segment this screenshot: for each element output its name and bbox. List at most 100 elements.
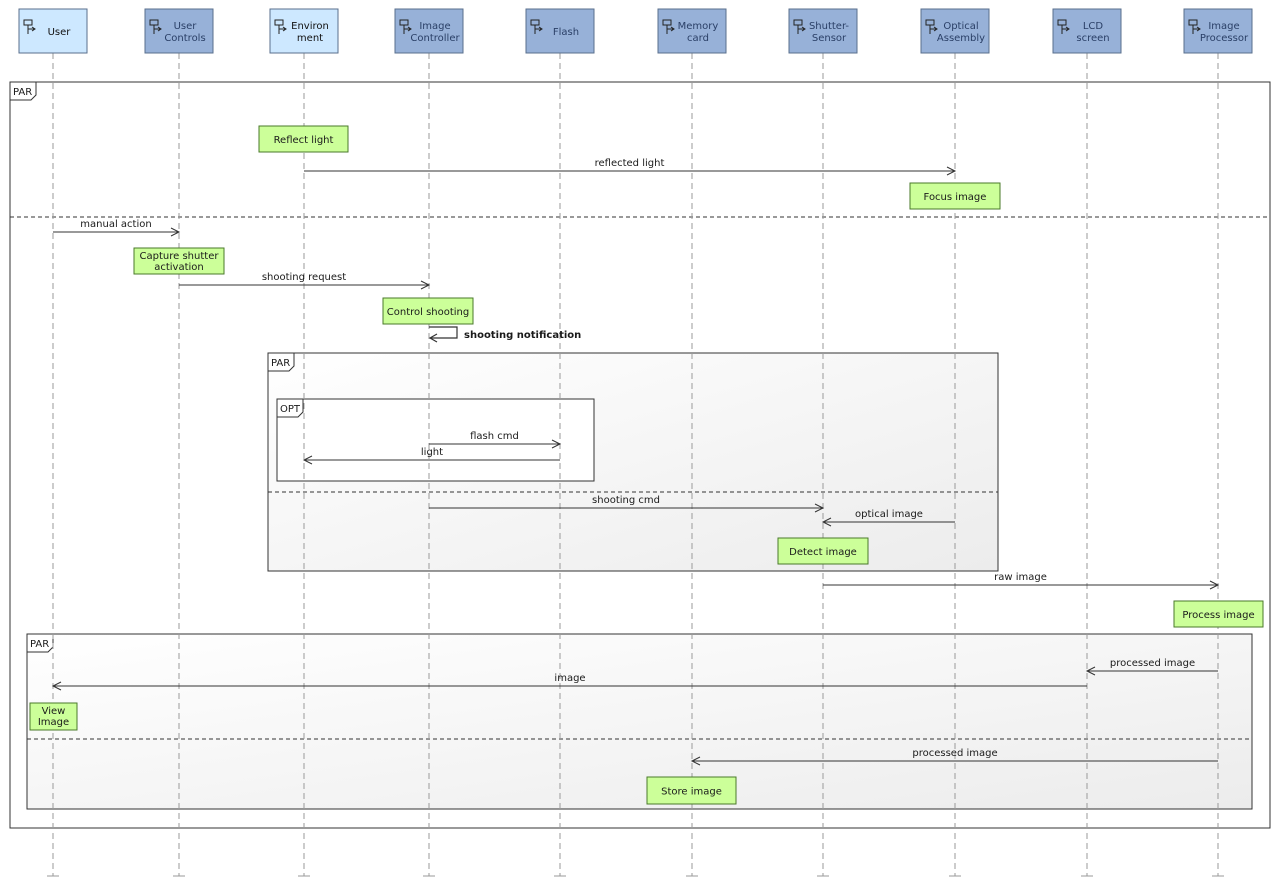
arrowhead: [821, 517, 832, 527]
fragment-frame: [26, 633, 1253, 810]
arrowhead: [420, 280, 431, 290]
note-text: Control shooting: [387, 307, 470, 318]
component-icon: [399, 19, 412, 34]
lifeline-head-box: [657, 8, 727, 54]
note-box: [777, 537, 869, 565]
component-icon: [1057, 19, 1070, 34]
component-icon: [149, 19, 162, 34]
lifeline-head-box: [1052, 8, 1122, 54]
fragment-tab: [26, 633, 54, 653]
lifeline-name: Image: [1208, 21, 1239, 32]
note-text: View: [42, 706, 66, 717]
message-optical-image: optical image: [821, 509, 955, 527]
note-text: Focus image: [924, 192, 987, 203]
note-text: Capture shutter: [140, 251, 220, 262]
message-label: image: [554, 673, 585, 684]
lifeline-name: card: [687, 33, 709, 44]
message-label: light: [421, 447, 443, 458]
lifeline-name: Memory: [678, 21, 719, 32]
component-icon: [1188, 19, 1201, 34]
message-processed-image-mem: processed image: [690, 748, 1218, 766]
note-control-shooting[interactable]: Control shooting: [382, 297, 474, 325]
message-image: image: [51, 673, 1087, 691]
component-icon: [530, 19, 543, 34]
message-label: manual action: [80, 219, 151, 230]
lifeline-name: Sensor: [812, 33, 847, 44]
note-box: [258, 125, 349, 153]
message-reflected-light: reflected light: [304, 158, 957, 176]
lifeline-name: Optical: [943, 21, 978, 32]
message-line: [429, 326, 458, 339]
arrowhead: [946, 166, 957, 176]
fragment-tab: [276, 398, 304, 418]
note-text: Reflect light: [274, 135, 334, 146]
arrowhead: [690, 756, 701, 766]
note-box: [133, 247, 225, 275]
message-flash-cmd: flash cmd: [429, 431, 562, 449]
lifeline-name: Flash: [553, 27, 579, 38]
component-icon: [925, 19, 938, 34]
lifeline-name: User: [174, 21, 198, 32]
fragment-operator: PAR: [30, 639, 49, 650]
note-text: Store image: [661, 787, 722, 798]
lifeline-head-user[interactable]: User: [18, 8, 88, 54]
message-label: reflected light: [595, 158, 665, 169]
arrowhead: [302, 455, 313, 465]
note-box: [382, 297, 474, 325]
message-processed-image-lcd: processed image: [1085, 658, 1218, 676]
note-text: Image: [38, 717, 69, 728]
note-box: [909, 182, 1001, 210]
lifeline-head-box: [394, 8, 464, 54]
note-store-image[interactable]: Store image: [646, 776, 737, 805]
arrowhead: [51, 681, 62, 691]
note-text: activation: [154, 262, 204, 273]
arrowhead: [551, 439, 562, 449]
lifeline-head-box: [269, 8, 339, 54]
lifeline-head-box: [788, 8, 858, 54]
fragment-tab: [9, 81, 37, 101]
note-text: Detect image: [789, 547, 857, 558]
fragment-operator: OPT: [280, 404, 301, 415]
arrowhead: [428, 333, 438, 343]
lifeline-name: User: [48, 27, 72, 38]
lifeline-head-box: [1183, 8, 1253, 54]
message-manual-action: manual action: [53, 219, 181, 237]
message-label: shooting notification: [464, 330, 581, 341]
lifeline-head-sensor[interactable]: Shutter-Sensor: [788, 8, 858, 54]
message-shooting-notification: shooting notification: [428, 326, 581, 343]
lifeline-head-flash[interactable]: Flash: [525, 8, 595, 54]
message-raw-image: raw image: [823, 572, 1220, 590]
component-icon: [793, 19, 806, 34]
lifeline-name: Assembly: [937, 33, 985, 44]
component-icon: [23, 19, 36, 34]
note-reflect-light[interactable]: Reflect light: [258, 125, 349, 153]
message-label: flash cmd: [470, 431, 519, 442]
fragment-frame: [276, 398, 595, 482]
lifeline-name: Controls: [164, 33, 205, 44]
lifeline-head-box: [525, 8, 595, 54]
note-detect-image[interactable]: Detect image: [777, 537, 869, 565]
component-icon: [274, 19, 287, 34]
note-process-image[interactable]: Process image: [1173, 600, 1264, 628]
lifeline-name: Processor: [1200, 33, 1249, 44]
lifeline-name: ment: [297, 33, 323, 44]
message-label: shooting cmd: [592, 495, 660, 506]
note-box: [646, 776, 737, 805]
arrowhead: [170, 227, 181, 237]
message-label: raw image: [994, 572, 1047, 583]
lifeline-name: Shutter-: [809, 21, 849, 32]
lifeline-name: screen: [1076, 33, 1109, 44]
message-label: processed image: [1110, 658, 1195, 669]
note-focus-image[interactable]: Focus image: [909, 182, 1001, 210]
lifeline-name: Environ: [291, 21, 329, 32]
fragment-par-bottom: PAR: [26, 633, 1253, 810]
